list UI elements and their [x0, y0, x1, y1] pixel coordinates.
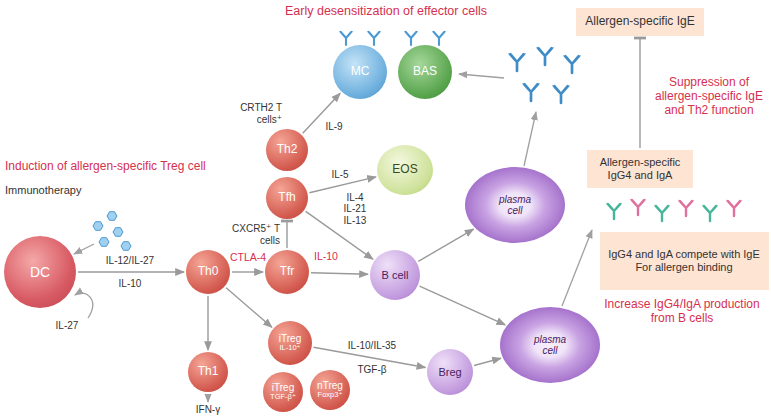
edge-label: IL-10/IL-35	[347, 340, 397, 352]
breg-cell: Breg	[427, 349, 473, 395]
igg4-iga-antibodies	[607, 200, 742, 222]
section-heading: Early desensitization of effector cells	[285, 4, 525, 18]
t-cell: Th1	[188, 352, 228, 392]
cell-marker-label: CXCR5⁺ T cells	[228, 223, 280, 246]
t-cell: Th2	[266, 129, 308, 171]
cytokine-label: IFN-γ	[188, 404, 228, 416]
arrow-connector	[474, 358, 501, 365]
node-text: iTreg	[272, 382, 294, 394]
arrow-connector	[232, 271, 263, 272]
plasma-cell: plasma cell	[500, 307, 600, 383]
node-text: Allergen-specific IgE	[585, 15, 694, 29]
node-text: DC	[30, 264, 50, 280]
node-text: IgG4 and IgA compete with IgE For allerg…	[607, 248, 762, 273]
node-text: BAS	[413, 65, 437, 79]
cytokine-label: IL-27	[52, 320, 82, 332]
edge-label: IL-4 IL-21 IL-13	[339, 192, 371, 227]
section-heading: Suppression of allergen-specific IgE and…	[650, 76, 768, 117]
ige-to-bas-arrow	[459, 74, 504, 78]
mast-cell: MC	[333, 45, 387, 99]
arrow-connector	[226, 288, 272, 328]
node-text: TGF-β⁺	[270, 393, 296, 402]
node-text: Breg	[438, 366, 461, 379]
node-text: MC	[351, 65, 370, 79]
molecule-label: IL-10	[311, 250, 341, 262]
node-text: Th0	[198, 265, 219, 279]
inhibition-connector	[286, 221, 287, 248]
il27-loop-arrow	[75, 293, 93, 318]
b-cell: B cell	[370, 250, 420, 300]
node-text: nTreg	[317, 380, 343, 392]
eosinophil: EOS	[377, 145, 433, 195]
result-box: Allergen-specific IgE	[576, 8, 704, 36]
uptake-arrow	[74, 244, 94, 254]
node-text: EOS	[392, 163, 417, 177]
section-heading: Increase IgG4/IgA production from B cell…	[597, 298, 767, 326]
cell-marker-label: CRTH2 T cells⁺	[228, 102, 282, 125]
t-cell: Th0	[186, 250, 230, 294]
node-text: Foxp3⁺	[318, 391, 343, 400]
arrow-connector	[311, 273, 368, 275]
allergen-particles	[93, 212, 131, 251]
t-cell: Tfr	[265, 250, 309, 294]
cytokine-label: TGF-β	[355, 364, 389, 376]
treg-cell: iTregIL-10⁺	[268, 321, 312, 365]
arrow-connector	[420, 286, 506, 325]
plasma-cell: plasma cell	[465, 167, 565, 243]
node-text: iTreg	[279, 333, 301, 345]
note-label: Immunotherapy	[5, 184, 105, 197]
result-box: Allergen-specific IgG4 and IgA	[587, 150, 693, 188]
cytokine-label: IL-10	[115, 278, 145, 290]
arrow-connector	[78, 271, 184, 272]
bound-ige	[339, 31, 445, 45]
node-text: B cell	[382, 269, 409, 282]
node-text: Allergen-specific IgG4 and IgA	[594, 156, 686, 181]
inhibition-connector	[639, 38, 640, 148]
plasma-to-ige-arrow	[524, 112, 536, 166]
ifn-arrow	[207, 394, 208, 402]
node-text: Th2	[277, 143, 298, 157]
dendritic-cell: DC	[4, 236, 76, 308]
edge-label: IL-9	[324, 121, 343, 133]
molecule-label: CTLA-4	[229, 251, 267, 263]
ige-antibodies	[509, 48, 581, 103]
edge-label: IL-12/IL-27	[105, 255, 155, 267]
plasma-to-igg4-arrow	[562, 230, 592, 306]
node-text: Tfr	[280, 265, 295, 279]
t-cell: Tfh	[266, 177, 308, 219]
node-text: plasma cell	[528, 334, 572, 357]
basophil: BAS	[398, 45, 452, 99]
arrow-connector	[207, 296, 208, 350]
node-text: Tfh	[278, 191, 295, 205]
edge-label: IL-5	[330, 169, 349, 181]
section-heading: Induction of allergen-specific Treg cell	[5, 160, 245, 174]
node-text: plasma cell	[493, 194, 537, 217]
treg-cell: iTregTGF-β⁺	[263, 372, 303, 412]
node-text: Th1	[198, 365, 219, 379]
node-text: IL-10⁺	[279, 344, 300, 353]
treg-cell: nTregFoxp3⁺	[310, 370, 350, 410]
result-box: IgG4 and IgA compete with IgE For allerg…	[600, 232, 769, 290]
arrow-connector	[418, 229, 473, 261]
